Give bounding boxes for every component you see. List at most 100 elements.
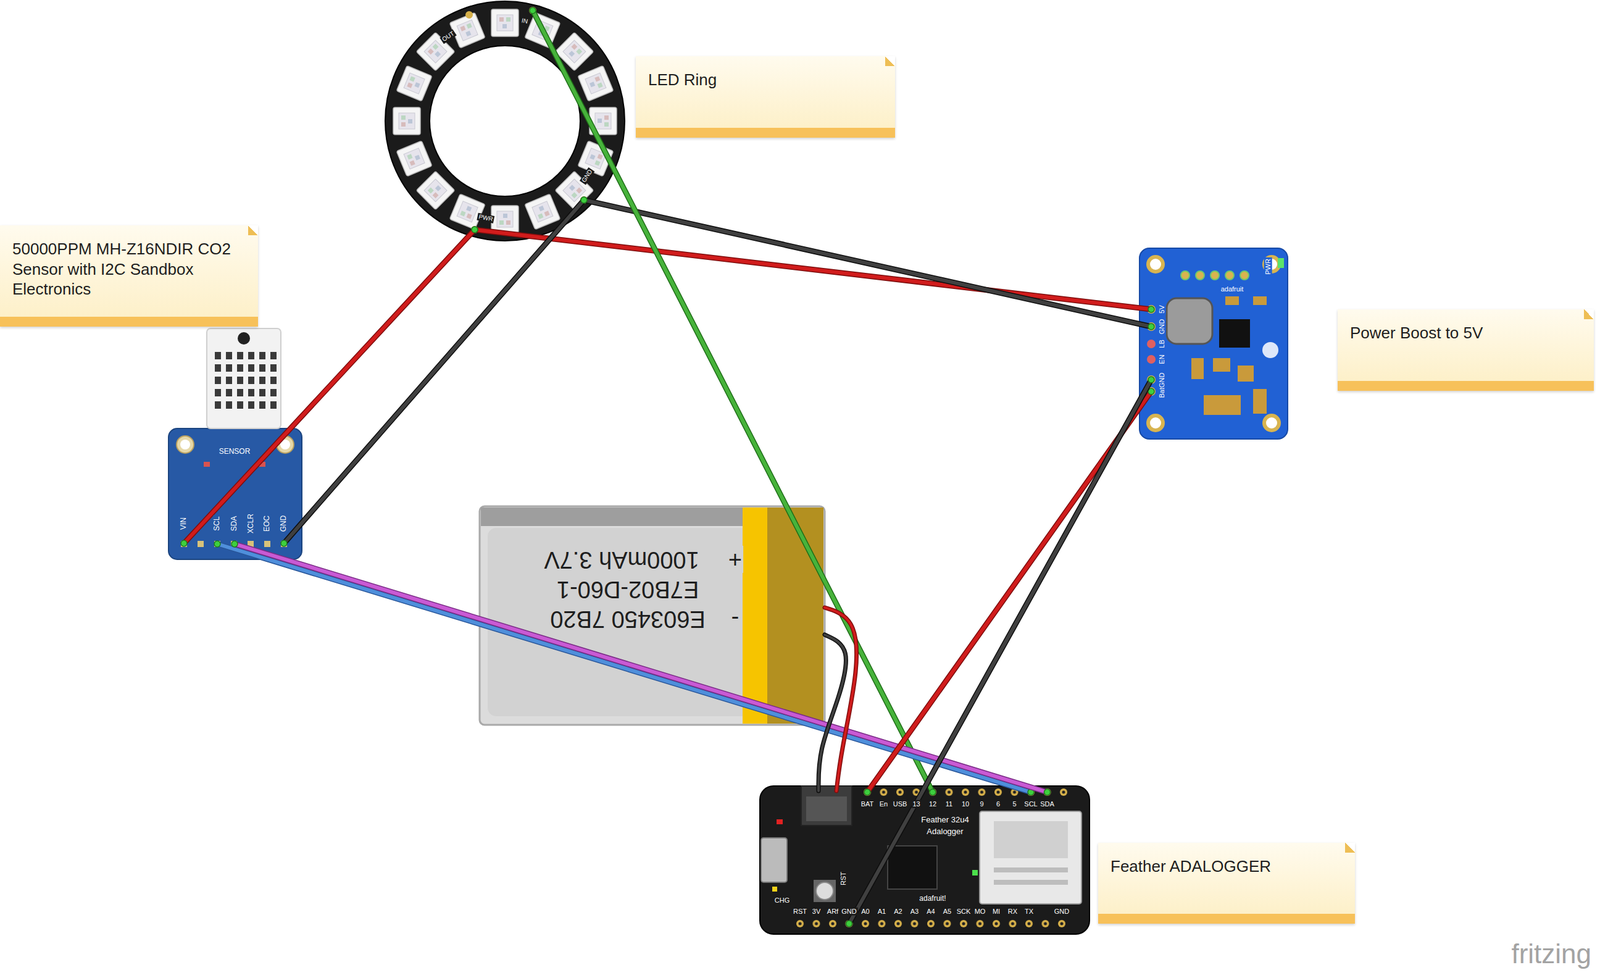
- sticky-note: 50000PPM MH-Z16NDIR CO2 Sensor with I2C …: [0, 225, 259, 327]
- silkscreen-label: 10: [960, 800, 971, 809]
- power-boost-drawing-part: [1146, 354, 1156, 364]
- wire: [280, 196, 588, 547]
- feather-drawing-part: [993, 867, 1068, 873]
- silkscreen-label: MO: [973, 907, 988, 916]
- silkscreen-label: CHG: [773, 896, 791, 905]
- power-boost-drawing-part: [1180, 270, 1190, 280]
- pin-label: IN: [519, 16, 530, 26]
- feather-board: BATEnUSB13121110965SCLSDAFeather 32u4Ada…: [759, 785, 1090, 934]
- power-boost-drawing-part: [1191, 358, 1204, 380]
- note-corner: [248, 225, 259, 236]
- wire-core: [849, 379, 1152, 924]
- wire: [818, 634, 847, 791]
- pin-label: EOC: [262, 514, 272, 533]
- led-ring-drawing-part: [465, 11, 473, 19]
- note-text: LED Ring: [648, 69, 883, 91]
- silkscreen-label: 11: [944, 800, 954, 809]
- wire: [471, 226, 1155, 313]
- co2-sensor-drawing-part: [176, 435, 194, 454]
- power-boost-drawing-part: [1212, 358, 1231, 372]
- power-boost-drawing-part: [1219, 319, 1250, 348]
- wire-outline: [234, 543, 1048, 792]
- wire-end-dot: [471, 226, 478, 233]
- feather-drawing-part: [993, 820, 1068, 859]
- wire: [580, 196, 1155, 330]
- lipo-battery: +1000mAh 3.7VE7B02-D60-1E603450 7B20-: [479, 506, 825, 725]
- power-boost-drawing-part: [1266, 417, 1278, 429]
- co2-sensor-drawing: [168, 328, 302, 560]
- feather-drawing-part: [759, 785, 1090, 934]
- feather-drawing-part: [979, 811, 1082, 904]
- power-boost-drawing-part: [1166, 298, 1213, 344]
- silkscreen-label: MI: [991, 907, 1002, 916]
- wire-end-dot: [864, 788, 871, 796]
- silkscreen-label: 3V: [811, 907, 822, 916]
- led-ring-drawing-part: [429, 45, 581, 197]
- wire-end-dot: [231, 540, 238, 547]
- power-boost-drawing-part: [1146, 339, 1156, 349]
- silkscreen-label: A2: [892, 907, 904, 916]
- power-boost-drawing-part: [1262, 341, 1279, 359]
- silkscreen-label: adafruit!: [917, 894, 947, 904]
- sticky-note: Feather ADALOGGER: [1098, 842, 1355, 924]
- power-boost-drawing-part: [1203, 395, 1241, 415]
- wire-end-dot: [1148, 323, 1155, 330]
- wire-end-dot: [1148, 376, 1155, 383]
- pin-label: SDA: [230, 514, 239, 533]
- feather-drawing: [759, 785, 1090, 934]
- pin-label: SCL: [212, 514, 222, 532]
- wire-outline: [583, 200, 1152, 327]
- power-boost-drawing-part: [1240, 270, 1249, 280]
- power-boost-drawing-part: [1262, 413, 1281, 433]
- co2-sensor-board: SENSORVINSCLSDAXCLREOCGND: [168, 328, 302, 560]
- power-boost-drawing-part: [1277, 258, 1284, 268]
- pin-label: GND: [579, 167, 595, 185]
- led-ring-drawing-part: [396, 140, 432, 176]
- pin-label: SENSOR: [217, 447, 252, 457]
- note-text: Feather ADALOGGER: [1110, 856, 1343, 877]
- led-ring-drawing-part: [524, 193, 560, 230]
- silkscreen-label: SDA: [1038, 800, 1056, 809]
- silkscreen-label: LB: [1158, 338, 1167, 349]
- feather-drawing-part: [993, 879, 1068, 885]
- silkscreen-label: TX: [1023, 907, 1035, 916]
- feather-drawing-part: [796, 919, 1066, 928]
- wire-core: [818, 634, 847, 791]
- silkscreen-label: RST: [791, 907, 809, 916]
- feather-drawing-part: [776, 819, 783, 825]
- silkscreen-label: A1: [876, 907, 888, 916]
- battery-print: 1000mAh 3.7V: [542, 545, 700, 573]
- silkscreen-label: PWR: [1264, 257, 1273, 276]
- wire: [214, 540, 1034, 796]
- co2-sensor-drawing-part: [214, 351, 281, 414]
- silkscreen-label: A0: [859, 907, 871, 916]
- power-boost-drawing-part: [1225, 296, 1239, 305]
- power-boost-drawing-part: [1139, 248, 1288, 439]
- wire-core: [583, 200, 1152, 327]
- feather-drawing-part: [887, 845, 938, 889]
- note-corner: [1345, 842, 1355, 853]
- wire-outline: [217, 543, 1031, 792]
- led-ring-drawing-part: [393, 107, 421, 135]
- wire-end-dot: [580, 196, 588, 204]
- power-boost-drawing-part: [1146, 413, 1165, 433]
- silkscreen-label: 9: [978, 800, 985, 809]
- power-boost-drawing-part: [1210, 270, 1220, 280]
- wire: [231, 540, 1051, 796]
- wire-core: [283, 200, 584, 544]
- led-ring: OUTINPWRGND: [385, 0, 627, 242]
- wire-end-dot: [529, 7, 536, 14]
- wire-end-dot: [580, 196, 588, 204]
- wire-end-dot: [929, 788, 936, 796]
- co2-sensor-drawing-part: [237, 332, 250, 345]
- silkscreen-label: SCK: [955, 907, 973, 916]
- silkscreen-label: SCL: [1022, 800, 1039, 809]
- power-boost-drawing-part: [1150, 417, 1162, 429]
- silkscreen-label: A5: [941, 907, 953, 916]
- wire-end-dot: [214, 540, 221, 547]
- silkscreen-label: A3: [909, 907, 920, 916]
- silkscreen-label: GND: [1053, 907, 1071, 916]
- feather-drawing-part: [761, 837, 788, 883]
- silkscreen-label: RST: [839, 870, 848, 887]
- wire-core: [532, 10, 933, 792]
